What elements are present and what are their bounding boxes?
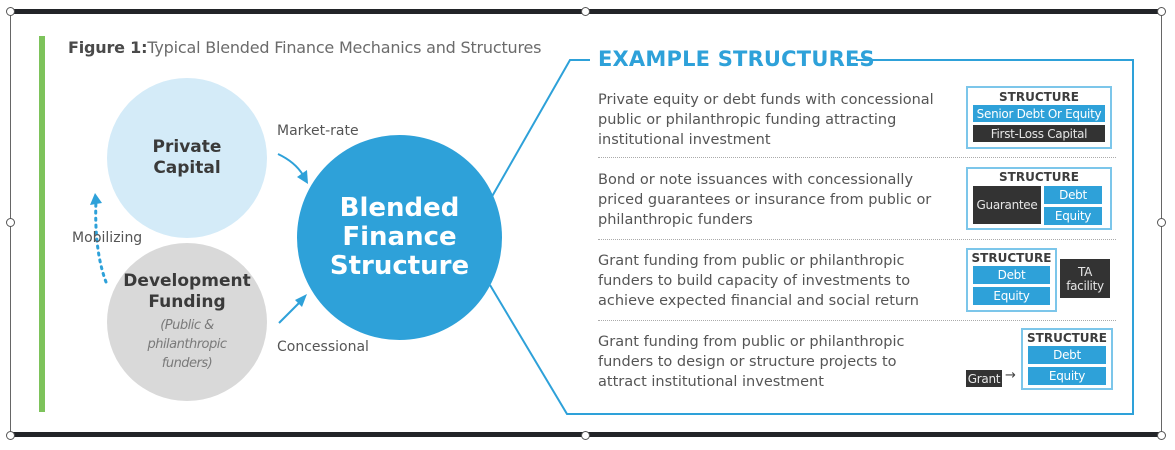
resize-handle-bottom-center[interactable] bbox=[581, 431, 590, 440]
bracket-line-bottom bbox=[489, 59, 1134, 415]
block-ta-facility: TA facility bbox=[1060, 259, 1110, 298]
figure-title-prefix: Figure 1: bbox=[68, 38, 148, 57]
example-row-4-text: Grant funding from public or philanthrop… bbox=[598, 334, 905, 390]
structure-box-3: STRUCTURE Debt Equity bbox=[966, 248, 1057, 312]
blended-label-2: Finance bbox=[342, 222, 457, 252]
resize-handle-middle-left[interactable] bbox=[6, 218, 15, 227]
block-equity: Equity bbox=[973, 287, 1050, 305]
row-divider bbox=[598, 239, 1116, 240]
structure-box-1: STRUCTURE Senior Debt Or Equity First-Lo… bbox=[966, 86, 1112, 149]
resize-handle-top-right[interactable] bbox=[1157, 7, 1166, 16]
concessional-label: Concessional bbox=[277, 339, 369, 355]
block-debt: Debt bbox=[973, 266, 1050, 284]
resize-handle-bottom-left[interactable] bbox=[6, 431, 15, 440]
block-equity: Equity bbox=[1044, 207, 1102, 225]
development-funding-label-1: Development bbox=[123, 271, 251, 291]
accent-bar bbox=[39, 36, 45, 412]
block-debt: Debt bbox=[1028, 346, 1106, 364]
resize-handle-top-center[interactable] bbox=[581, 7, 590, 16]
development-funding-sub-1: (Public & bbox=[160, 318, 214, 333]
market-rate-arrow-icon bbox=[277, 153, 304, 176]
private-capital-label-1: Private bbox=[152, 137, 222, 157]
bracket-line-top bbox=[489, 59, 590, 201]
block-equity: Equity bbox=[1028, 367, 1106, 385]
example-structures-title: EXAMPLE STRUCTURES bbox=[598, 47, 875, 71]
concessional-arrow-icon bbox=[278, 301, 301, 324]
resize-handle-bottom-right[interactable] bbox=[1157, 431, 1166, 440]
blended-label-3: Structure bbox=[329, 251, 470, 281]
development-funding-sub-3: funders) bbox=[161, 356, 213, 371]
structure-header: STRUCTURE bbox=[971, 251, 1052, 265]
structure-header: STRUCTURE bbox=[999, 170, 1079, 184]
mobilizing-arrow-icon bbox=[94, 198, 108, 284]
block-senior-debt-or-equity: Senior Debt Or Equity bbox=[973, 105, 1105, 122]
market-rate-label: Market-rate bbox=[277, 123, 359, 139]
private-capital-label-2: Capital bbox=[153, 158, 221, 178]
block-guarantee: Guarantee bbox=[973, 186, 1041, 224]
resize-handle-top-left[interactable] bbox=[6, 7, 15, 16]
mobilizing-label: Mobilizing bbox=[72, 230, 143, 246]
example-row-3-text: Grant funding from public or philanthrop… bbox=[598, 253, 919, 309]
development-funding-sub-2: philanthropic bbox=[147, 337, 227, 352]
block-grant: Grant bbox=[966, 370, 1002, 387]
structure-box-2: STRUCTURE Guarantee Debt Equity bbox=[966, 167, 1112, 230]
block-first-loss-capital: First-Loss Capital bbox=[973, 125, 1105, 142]
figure-title: Figure 1:Typical Blended Finance Mechani… bbox=[68, 38, 541, 57]
structure-header: STRUCTURE bbox=[999, 90, 1079, 104]
figure-title-text: Typical Blended Finance Mechanics and St… bbox=[147, 38, 542, 57]
row-divider bbox=[598, 320, 1116, 321]
development-funding-circle: Development Funding (Public & philanthro… bbox=[107, 243, 267, 401]
row-divider bbox=[598, 157, 1116, 158]
example-row-1-text: Private equity or debt funds with conces… bbox=[598, 92, 934, 148]
private-capital-circle: Private Capital bbox=[107, 78, 267, 238]
grant-arrow-icon: → bbox=[1005, 368, 1016, 383]
structure-header: STRUCTURE bbox=[1027, 331, 1107, 345]
development-funding-label-2: Funding bbox=[148, 292, 226, 312]
structure-box-4: STRUCTURE Debt Equity bbox=[1021, 328, 1113, 390]
block-debt: Debt bbox=[1044, 186, 1102, 204]
example-row-2-text: Bond or note issuances with concessional… bbox=[598, 172, 932, 228]
resize-handle-middle-right[interactable] bbox=[1157, 218, 1166, 227]
blended-label-1: Blended bbox=[339, 193, 460, 223]
blended-finance-circle: Blended Finance Structure bbox=[297, 135, 502, 340]
